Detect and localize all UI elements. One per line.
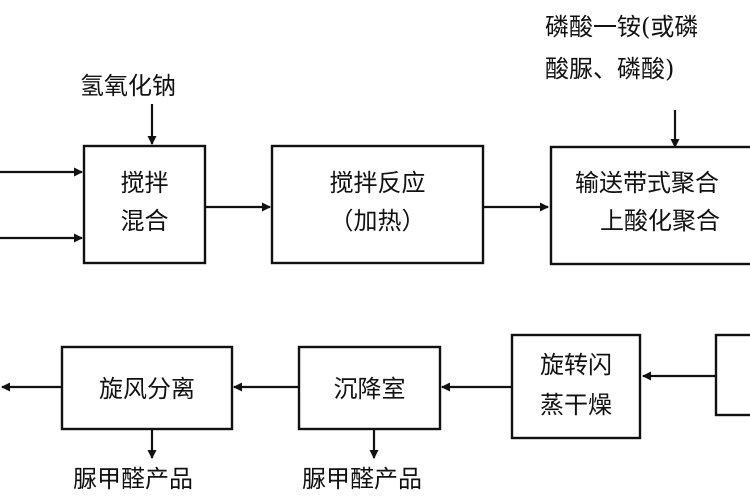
box-conveyor-polymerization-line2: 上酸化聚合 [600, 207, 720, 235]
box-flash-drying-line2: 蒸干燥 [540, 391, 612, 419]
box-flash-drying: 旋转闪 蒸干燥 [510, 333, 642, 440]
box-settling-chamber-line1: 沉降室 [334, 375, 406, 403]
box-stirred-reaction-line2: （加热） [330, 207, 426, 235]
box-conveyor-polymerization-line1: 输送带式聚合 [575, 169, 719, 197]
box-cyclone-separation-line1: 旋风分离 [99, 375, 195, 403]
box-mixing-line1: 搅拌 [121, 169, 169, 197]
box-conveyor-polymerization: 输送带式聚合 上酸化聚合 [549, 145, 750, 266]
box-cyclone-separation: 旋风分离 [60, 345, 234, 431]
box-partial-right [714, 333, 750, 417]
input-label-naoh: 氢氧化钠 [80, 72, 176, 100]
box-flash-drying-line1: 旋转闪 [540, 351, 612, 379]
cyclone-product-label: 脲甲醛产品 [73, 465, 193, 493]
input-label-phosphate-line1: 磷酸一铵(或磷 [545, 13, 698, 41]
box-mixing: 搅拌 混合 [82, 144, 207, 265]
box-stirred-reaction-line1: 搅拌反应 [330, 169, 426, 197]
input-label-phosphate-line2: 酸脲、磷酸) [545, 55, 674, 83]
settle-product-label: 脲甲醛产品 [302, 465, 422, 493]
box-stirred-reaction: 搅拌反应 （加热） [270, 144, 485, 265]
box-settling-chamber: 沉降室 [297, 345, 442, 431]
box-mixing-line2: 混合 [121, 207, 169, 235]
